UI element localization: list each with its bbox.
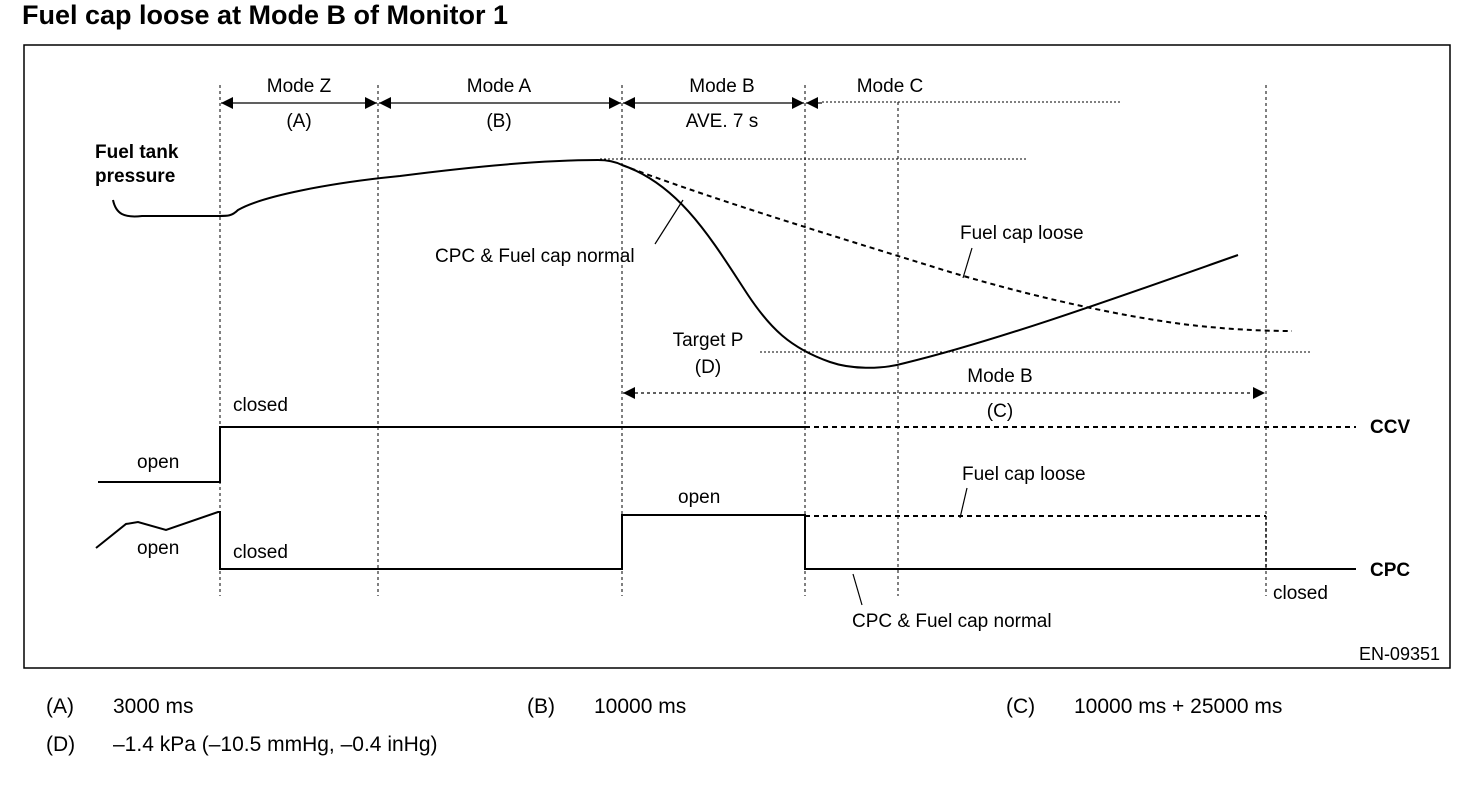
legend-value-c: 10000 ms + 25000 ms xyxy=(1074,695,1283,718)
cpc-fuel-cap-normal-label: CPC & Fuel cap normal xyxy=(852,611,1052,632)
mode-b-label: Mode B xyxy=(689,76,754,97)
reference-lines xyxy=(600,101,1312,353)
cpc-signal-line xyxy=(95,511,1356,570)
target-p-label: Target P xyxy=(673,330,744,351)
mode-a-ref: (B) xyxy=(486,111,511,132)
legend-key-b: (B) xyxy=(527,695,555,718)
mode-a-label: Mode A xyxy=(467,76,532,97)
fuel-tank-pressure-base-curve xyxy=(112,158,623,218)
cpc-fuel-cap-normal-label: CPC & Fuel cap normal xyxy=(435,246,635,267)
figure-id: EN-09351 xyxy=(1359,644,1440,664)
timing-lines xyxy=(219,85,1267,596)
cpc-label: CPC xyxy=(1370,560,1410,581)
diagram-frame xyxy=(23,44,1451,669)
legend-value-a: 3000 ms xyxy=(113,695,194,718)
mode-z-label: Mode Z xyxy=(267,76,332,97)
legend-key-d: (D) xyxy=(46,733,76,756)
mode-z-ref: (A) xyxy=(286,111,311,132)
ccv-closed-label: closed xyxy=(233,395,288,416)
mode-b-span-ref: (C) xyxy=(987,401,1013,422)
ccv-open-label: open xyxy=(137,452,179,473)
ccv-signal-line xyxy=(98,426,805,483)
legend-key-c: (C) xyxy=(1006,695,1036,718)
fuel-cap-loose-curve xyxy=(621,164,1293,332)
legend-key-a: (A) xyxy=(46,695,74,718)
legend-value-d: –1.4 kPa (–10.5 mmHg, –0.4 inHg) xyxy=(113,733,438,756)
ccv-label: CCV xyxy=(1370,417,1410,438)
fuel-cap-loose-label: Fuel cap loose xyxy=(960,223,1084,244)
mode-b-ref: AVE. 7 s xyxy=(686,111,759,132)
cpc-closed-label-right: closed xyxy=(1273,583,1328,604)
target-p-ref: (D) xyxy=(695,357,721,378)
cpc-open-label-mode-b: open xyxy=(678,487,720,508)
cpc-fuel-cap-loose-label: Fuel cap loose xyxy=(962,464,1086,485)
cpc-fuel-cap-normal-curve xyxy=(621,164,1239,369)
legend-value-b: 10000 ms xyxy=(594,695,687,718)
mode-b-span-label: Mode B xyxy=(967,366,1032,387)
mode-c-label: Mode C xyxy=(857,76,924,97)
cpc-closed-label-left: closed xyxy=(233,542,288,563)
fuel-tank-pressure-label-2: pressure xyxy=(95,166,175,187)
mode-arrows xyxy=(221,97,1265,399)
fuel-tank-pressure-label-1: Fuel tank xyxy=(95,142,179,163)
cpc-open-label-left: open xyxy=(137,538,179,559)
leader-lines xyxy=(654,199,973,606)
page-title: Fuel cap loose at Mode B of Monitor 1 xyxy=(22,0,509,30)
